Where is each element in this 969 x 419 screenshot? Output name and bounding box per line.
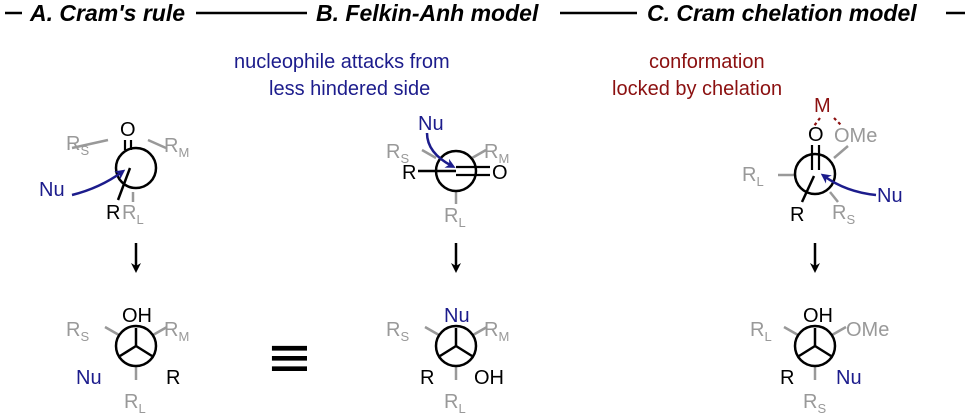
label-rm: RM	[484, 319, 509, 344]
label-nu: Nu	[76, 367, 102, 389]
label-rl: RL	[750, 319, 772, 344]
label-rs: RS	[832, 202, 855, 227]
back-bond	[783, 325, 799, 337]
label-oh: OH	[803, 305, 833, 327]
header-felkin: B. Felkin-Anh model	[316, 0, 539, 26]
felkin-note-line1: nucleophile attacks from	[234, 51, 450, 73]
cram-top-projection: O RS RM Nu R RL	[39, 119, 189, 227]
back-bond	[831, 325, 847, 337]
label-r: R	[780, 367, 794, 389]
front-bond	[455, 344, 473, 358]
label-oh: OH	[122, 305, 152, 327]
label-rm: RM	[164, 319, 189, 344]
label-rs: RS	[386, 141, 409, 166]
label-ome: OMe	[834, 125, 877, 147]
label-nu: Nu	[418, 113, 444, 135]
front-bond	[119, 344, 137, 358]
bond-rs	[71, 138, 109, 150]
label-rl: RL	[124, 391, 146, 416]
label-nu: Nu	[836, 367, 862, 389]
chelation-bond	[833, 117, 843, 127]
bond-r	[116, 167, 132, 201]
chelation-bond	[813, 117, 821, 127]
label-o: O	[492, 162, 508, 184]
label-rs: RS	[66, 319, 89, 344]
label-ome: OMe	[846, 319, 889, 341]
felkin-product-projection: Nu RS RM R OH RL	[386, 305, 509, 416]
newman-circle	[114, 146, 158, 190]
label-rm: RM	[484, 141, 509, 166]
header-row: A. Cram's rule B. Felkin-Anh model C. Cr…	[5, 0, 965, 26]
bond-r	[800, 175, 816, 203]
newman-circle	[793, 152, 837, 196]
label-nu: Nu	[444, 305, 470, 327]
back-bond	[152, 325, 168, 337]
felkin-top-projection: Nu RS RM R O RL	[386, 113, 509, 230]
newman-circle	[793, 324, 837, 368]
label-rs: RS	[386, 319, 409, 344]
equivalence-symbol: ≡	[266, 325, 313, 390]
nucleophile-arrow	[425, 132, 456, 168]
label-r: R	[402, 162, 416, 184]
front-bond	[814, 344, 832, 358]
label-nu: Nu	[877, 185, 903, 207]
chelation-note-line1: conformation	[649, 51, 765, 73]
label-rs: RS	[803, 391, 826, 416]
newman-circle	[114, 324, 158, 368]
front-bond	[135, 344, 153, 358]
label-rl: RL	[742, 164, 764, 189]
back-bond	[833, 145, 849, 159]
felkin-note-line2: less hindered side	[269, 78, 430, 100]
label-r: R	[166, 367, 180, 389]
newman-circle	[434, 324, 478, 368]
label-rm: RM	[164, 135, 189, 160]
label-o: O	[808, 124, 824, 146]
label-o: O	[120, 119, 136, 141]
label-r: R	[790, 204, 804, 226]
chelation-top-projection: M O OMe RL Nu R RS	[742, 95, 903, 227]
front-bond	[798, 344, 816, 358]
cram-product-projection: OH RS RM Nu R RL	[66, 305, 189, 416]
back-bond	[104, 325, 120, 337]
label-rs: RS	[66, 133, 89, 158]
bond-rm	[147, 138, 167, 150]
chelation-product-projection: OH RL OMe R Nu RS	[750, 305, 889, 416]
back-bond	[424, 325, 440, 337]
nucleophile-arrow	[820, 173, 877, 197]
label-rl: RL	[444, 391, 466, 416]
label-oh: OH	[474, 367, 504, 389]
nucleophile-arrow	[71, 169, 126, 197]
label-r: R	[420, 367, 434, 389]
back-bond	[471, 148, 487, 160]
back-bond	[829, 191, 839, 203]
label-r: R	[106, 202, 120, 224]
label-rl: RL	[122, 202, 144, 227]
header-cram: A. Cram's rule	[29, 0, 185, 26]
chelation-note-line2: locked by chelation	[612, 78, 782, 100]
label-rl: RL	[444, 205, 466, 230]
header-chelation: C. Cram chelation model	[647, 0, 917, 26]
front-bond	[439, 344, 457, 358]
label-nu: Nu	[39, 179, 65, 201]
label-metal: M	[814, 95, 831, 117]
back-bond	[472, 325, 488, 337]
back-bond	[421, 148, 437, 160]
